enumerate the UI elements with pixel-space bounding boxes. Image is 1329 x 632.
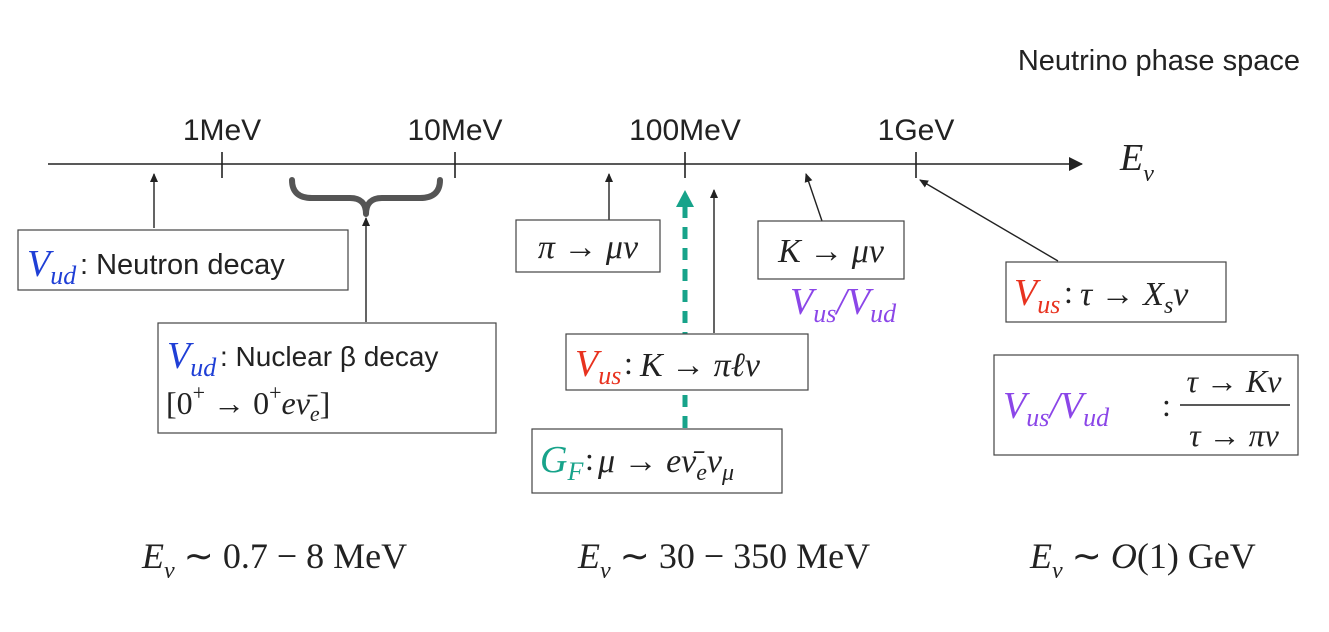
kaon-ratio-label: Vus/Vud xyxy=(790,281,897,328)
kaon-decay-box: K → μν xyxy=(757,220,905,280)
muon-colon: : xyxy=(585,441,594,477)
svg-text:Vus: Vus xyxy=(1014,272,1060,319)
nuclear-sym: V xyxy=(167,335,194,377)
energy-axis-label: Eν xyxy=(1119,137,1154,187)
tick-label-1gev: 1GeV xyxy=(878,114,955,147)
tau-ratio-denominator: τ → πν xyxy=(1189,417,1279,453)
tau-xs-sym: V xyxy=(1014,272,1041,314)
svg-text:Vud: Vud xyxy=(167,335,217,382)
neutron-sub: ud xyxy=(50,261,77,290)
axis-tick-100mev: 100MeV xyxy=(629,114,741,178)
tau-xs-box: Vus : τ → Xsν xyxy=(1005,261,1227,323)
neutron-decay-box: Vud : Neutron decay xyxy=(17,229,349,291)
pion-text: π → μν xyxy=(538,229,639,266)
nuclear-text: : Nuclear β decay xyxy=(220,341,438,372)
kl3-sub: us xyxy=(598,361,621,390)
kaon-text: K → μν xyxy=(777,233,885,270)
gf-arrowhead xyxy=(676,190,694,207)
tau-ratio-label: Vus/Vud xyxy=(1003,385,1110,432)
kl3-text: K → πℓν xyxy=(639,347,761,384)
muon-text: μ → eν̄eνμ xyxy=(597,443,734,486)
tau-xs-colon: : xyxy=(1064,274,1073,310)
axis-tick-1gev: 1GeV xyxy=(878,114,955,178)
tick-label-1mev: 1MeV xyxy=(183,114,261,147)
tick-label-100mev: 100MeV xyxy=(629,114,741,147)
svg-text:GF: GF xyxy=(540,439,584,486)
svg-text:Vus: Vus xyxy=(575,343,621,390)
axis-tick-10mev: 10MeV xyxy=(407,114,503,178)
range-low: Eν ∼ 0.7 − 8 MeV xyxy=(141,536,407,584)
nuclear-range-brace xyxy=(289,177,443,217)
kl3-colon: : xyxy=(624,345,633,381)
kl3-decay-box: Vus : K → πℓν xyxy=(565,333,809,391)
neutron-text: : Neutron decay xyxy=(80,249,285,281)
tau-ratio-box: Vus/Vud : τ → Kν τ → πν xyxy=(993,354,1299,456)
gf-sub: F xyxy=(566,457,584,486)
range-mid: Eν ∼ 30 − 350 MeV xyxy=(577,536,870,584)
muon-decay-box: GF : μ → eν̄eνμ xyxy=(531,428,783,494)
tau-ratio-colon: : xyxy=(1162,387,1171,423)
kl3-sym: V xyxy=(575,343,602,385)
pion-decay-box: π → μν xyxy=(515,219,661,273)
nuclear-line2: [0+ → 0+eν̄e] xyxy=(166,380,330,426)
tau-ratio-numerator: τ → Kν xyxy=(1187,363,1283,399)
gf-sym: G xyxy=(540,439,567,481)
diagram-title: Neutrino phase space xyxy=(1018,45,1300,77)
nuclear-decay-box: Vud : Nuclear β decay [0+ → 0+eν̄e] xyxy=(157,322,497,434)
tau-xs-text: τ → Xsν xyxy=(1080,276,1189,319)
tick-label-10mev: 10MeV xyxy=(407,114,502,147)
kaon-arrow xyxy=(804,173,823,222)
neutron-sym: V xyxy=(27,243,54,285)
range-high: Eν ∼ O(1) GeV xyxy=(1029,536,1256,584)
tau-xs-sub: us xyxy=(1037,290,1060,319)
svg-text:Vud: Vud xyxy=(27,243,77,290)
tau-arrow xyxy=(919,179,1059,262)
nuclear-sub: ud xyxy=(190,353,217,382)
axis-tick-1mev: 1MeV xyxy=(183,114,261,178)
